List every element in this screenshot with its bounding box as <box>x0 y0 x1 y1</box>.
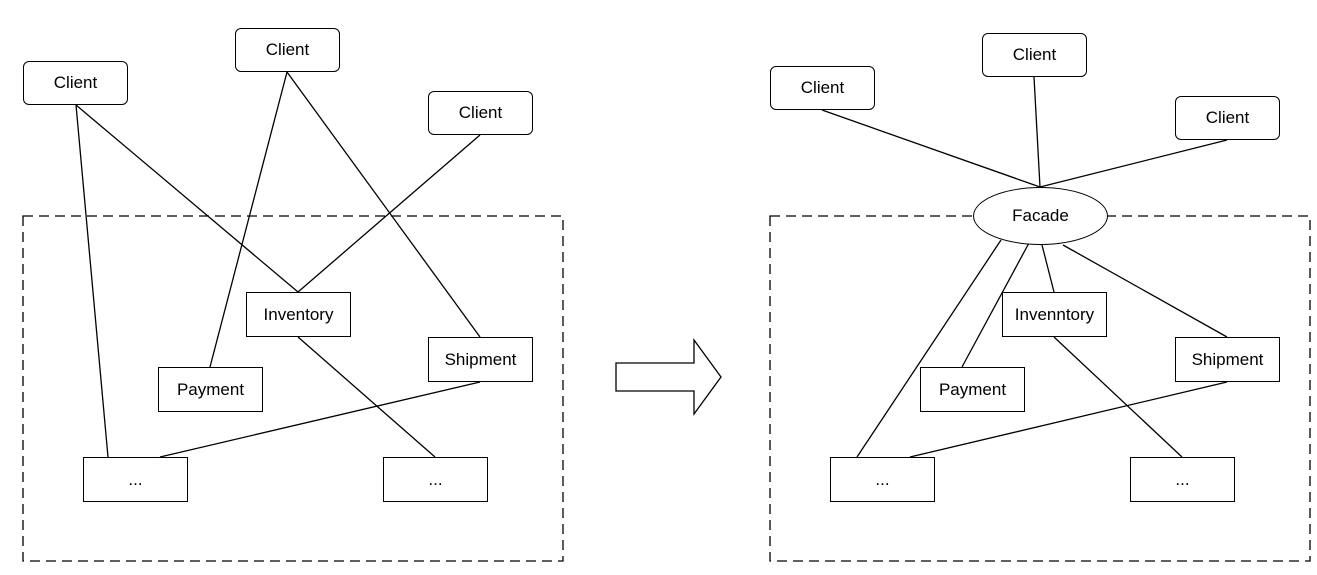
left-payment-node: Payment <box>158 367 263 412</box>
left-connector <box>209 71 288 368</box>
right-inventory-node: Invenntory <box>1002 292 1107 337</box>
left-client-node: Client <box>428 91 533 135</box>
left-connector <box>286 71 481 338</box>
right-connector <box>856 239 1002 458</box>
right-connector <box>1053 336 1183 458</box>
right-subsystem-boundary <box>769 215 1311 562</box>
facade-node: Facade <box>973 187 1108 245</box>
right-client-node: Client <box>1175 96 1280 140</box>
left-other-node: ... <box>83 457 188 502</box>
right-payment-node: Payment <box>920 367 1025 412</box>
left-connector <box>75 104 109 458</box>
left-shipment-node: Shipment <box>428 337 533 382</box>
left-subsystem-boundary <box>22 215 564 562</box>
left-connector <box>75 104 299 293</box>
right-connector <box>1041 244 1055 293</box>
right-connector <box>1033 76 1041 188</box>
right-connector <box>821 109 1041 188</box>
arrow-right-icon <box>615 338 722 416</box>
right-connector <box>1062 244 1228 338</box>
right-other-node: ... <box>830 457 935 502</box>
left-inventory-node: Inventory <box>246 292 351 337</box>
right-client-node: Client <box>770 66 875 110</box>
right-other-node: ... <box>1130 457 1235 502</box>
left-connector <box>297 134 481 293</box>
right-connector <box>909 381 1228 458</box>
left-client-node: Client <box>23 61 128 105</box>
right-shipment-node: Shipment <box>1175 337 1280 382</box>
left-connector <box>297 336 436 458</box>
right-connector <box>961 242 1030 368</box>
left-client-node: Client <box>235 28 340 72</box>
left-connector <box>159 381 481 458</box>
right-client-node: Client <box>982 33 1087 77</box>
right-connector <box>1039 139 1228 188</box>
left-other-node: ... <box>383 457 488 502</box>
